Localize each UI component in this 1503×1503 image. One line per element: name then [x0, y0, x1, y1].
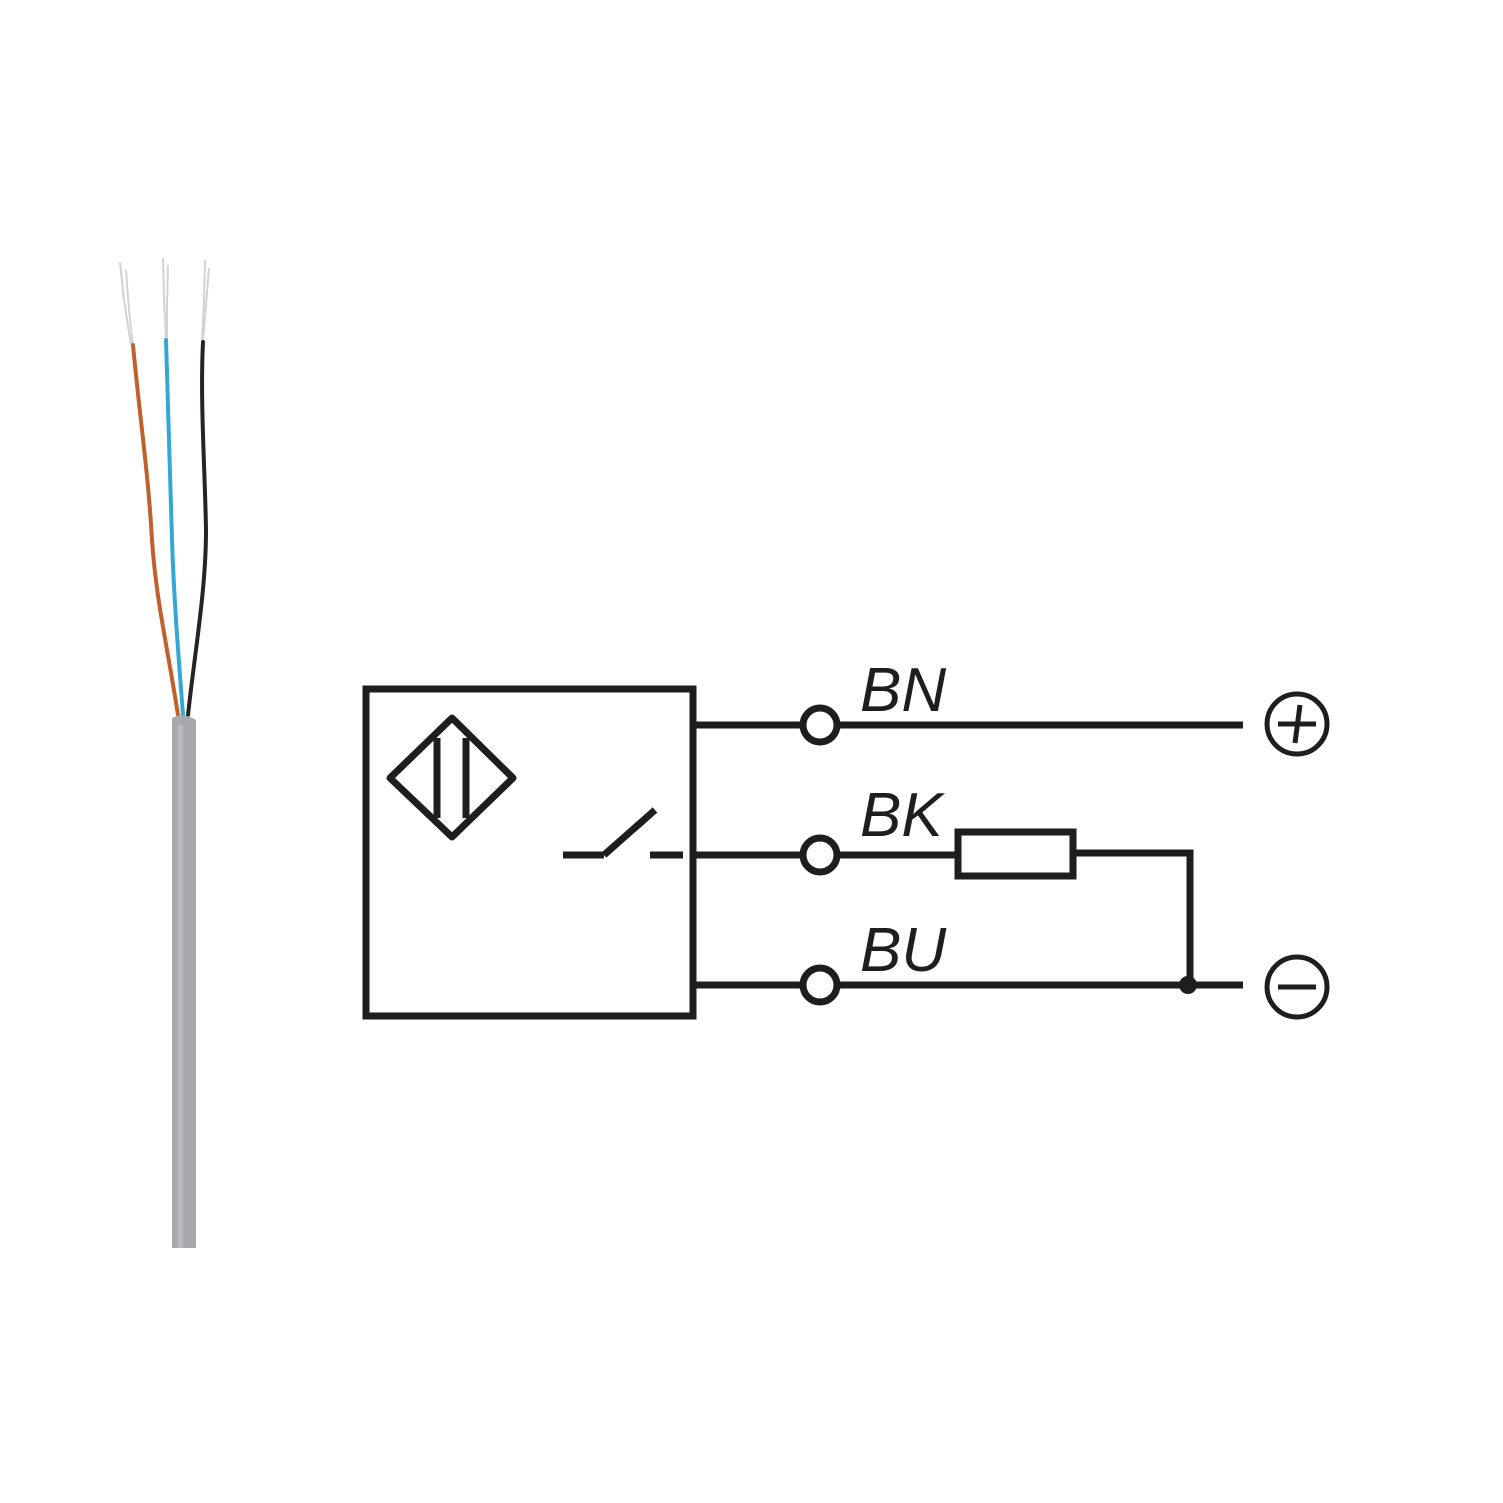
- label-bu: BU: [860, 916, 947, 985]
- terminal-bu: [799, 964, 841, 1006]
- terminal-bk: [799, 834, 841, 876]
- terminal-bn: [799, 704, 841, 746]
- terminal-row-bn: [693, 704, 1243, 746]
- wire-strand-ends: [119, 257, 210, 347]
- cable-jacket-highlight: [178, 725, 183, 1248]
- label-bk: BK: [860, 781, 945, 850]
- black-wire: [186, 340, 209, 717]
- label-bn: BN: [860, 656, 946, 725]
- inductive-sensor-diamond-icon: [386, 714, 517, 841]
- cable-jacket: [172, 715, 196, 1248]
- blue-wire: [164, 338, 185, 717]
- supply-minus-icon: [1264, 954, 1330, 1020]
- cable-photo: [119, 257, 210, 1248]
- brown-wire: [131, 343, 180, 717]
- supply-plus-icon: [1264, 691, 1330, 757]
- normally-open-switch-icon: [563, 807, 683, 859]
- sensor-body: [362, 685, 697, 1020]
- sensor-schematic: [362, 685, 1330, 1020]
- terminal-row-bk: [693, 828, 1194, 985]
- junction-dot: [1179, 976, 1197, 994]
- terminal-row-bu: [693, 964, 1243, 1006]
- resistor-load-icon: [954, 828, 1077, 880]
